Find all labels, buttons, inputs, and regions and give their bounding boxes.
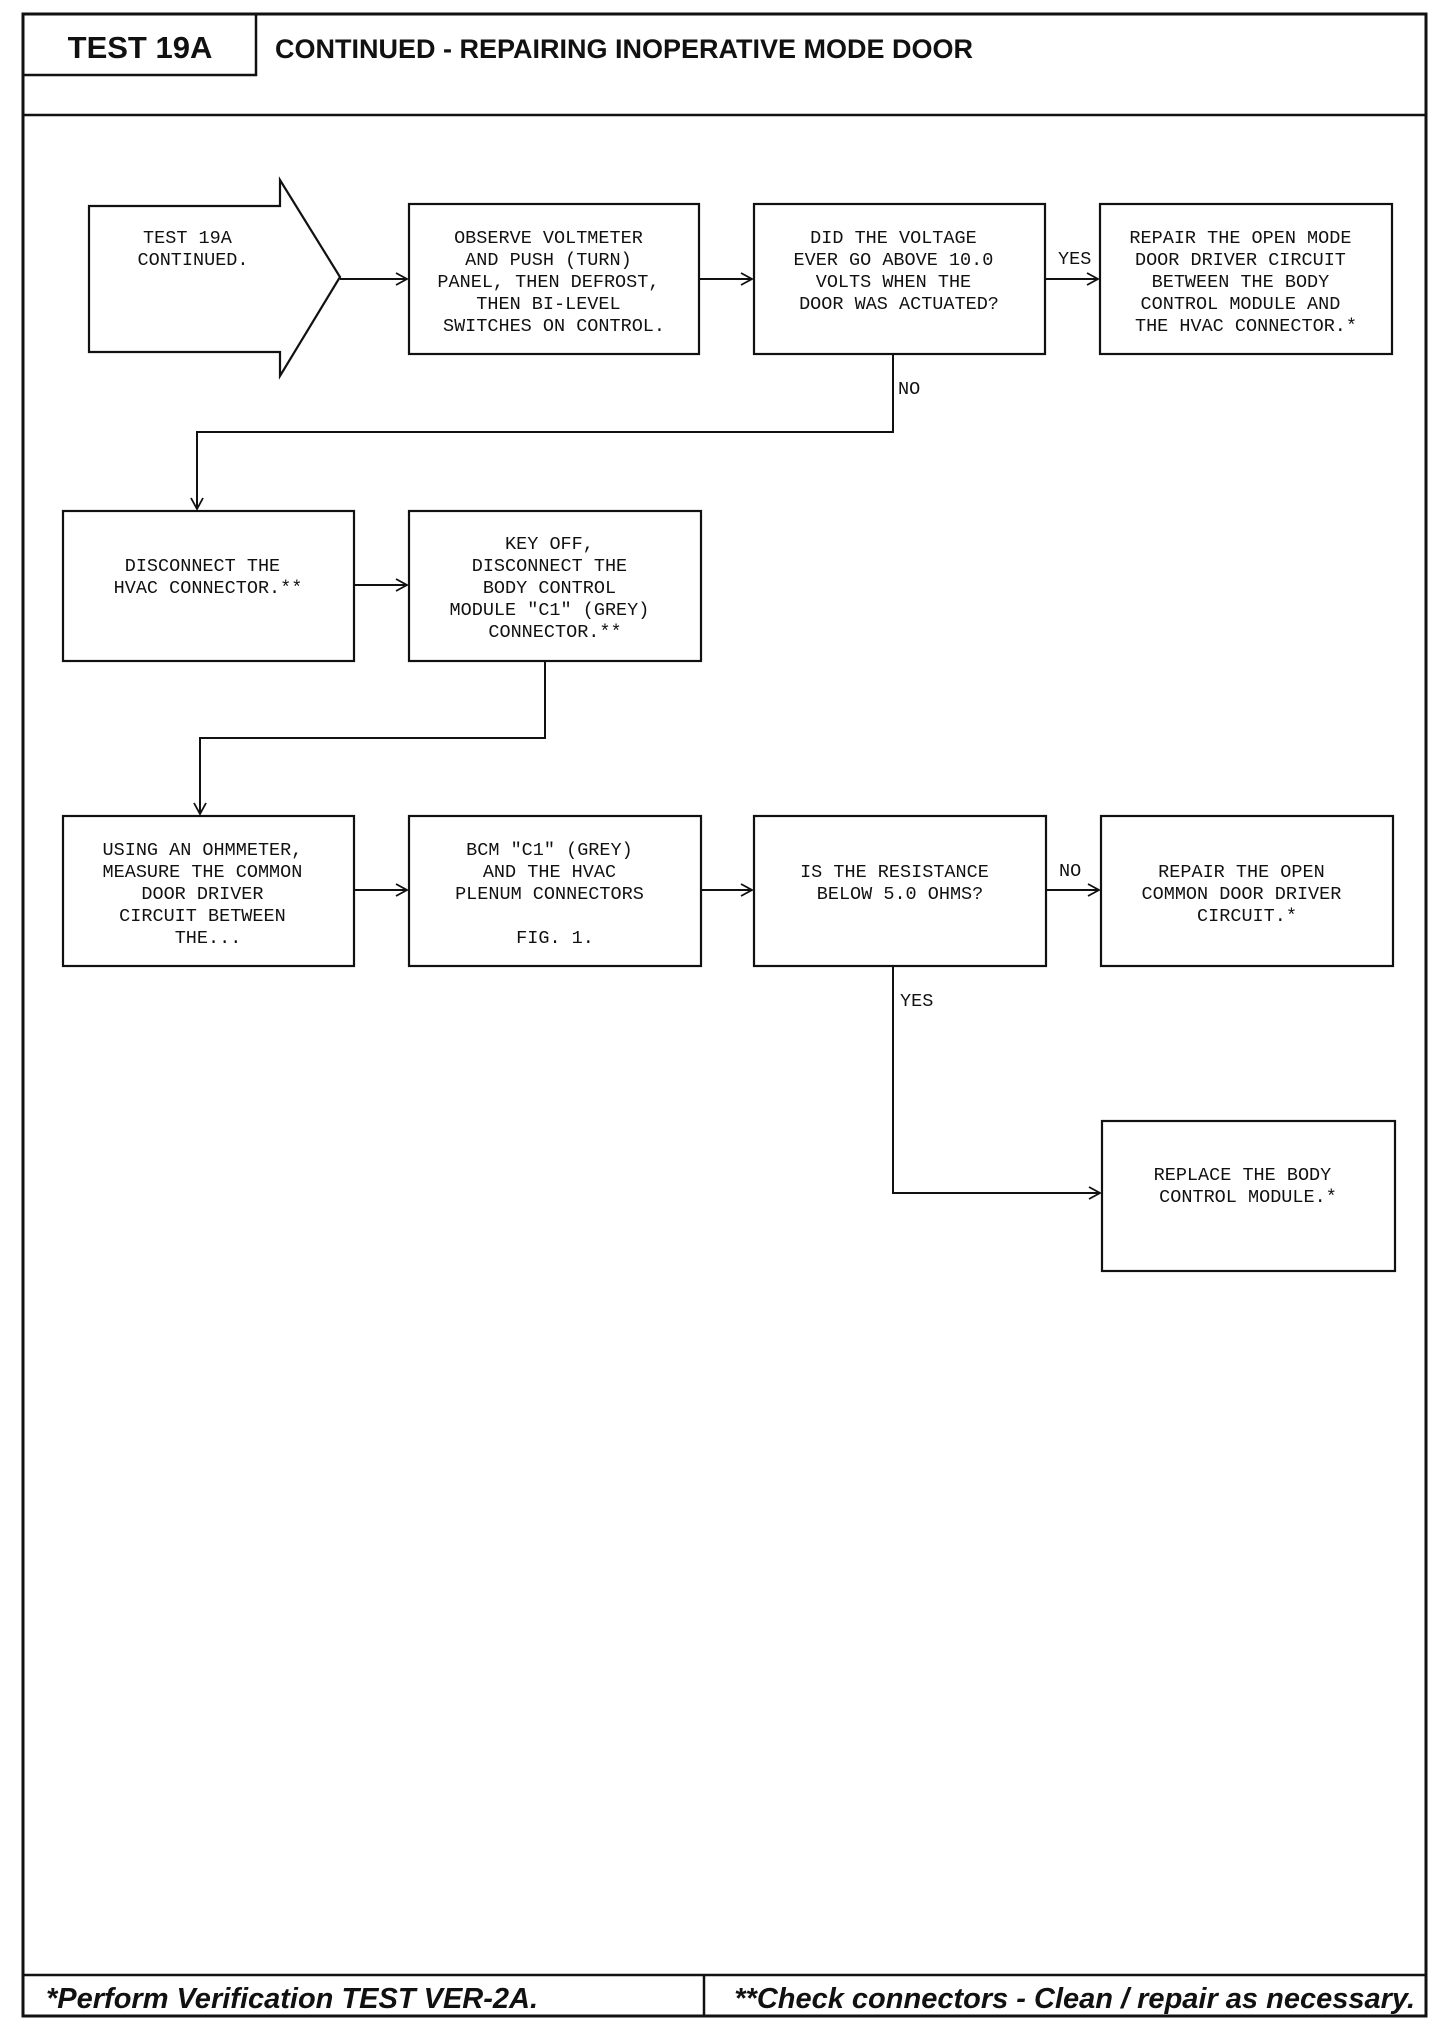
voltage-question-line: VOLTS WHEN THE	[816, 272, 971, 293]
header: TEST 19A CONTINUED - REPAIRING INOPERATI…	[21, 12, 1426, 117]
replace-bcm-text: REPLACE THE BODY CONTROL MODULE.*	[1154, 1165, 1343, 1208]
observe-text: OBSERVE VOLTMETER AND PUSH (TURN) PANEL,…	[437, 228, 670, 337]
repair-open-mode-line: REPAIR THE OPEN MODE	[1129, 228, 1351, 249]
header-test-box	[21, 12, 258, 77]
repair-open-mode-line: CONTROL MODULE AND	[1141, 294, 1341, 315]
resistance-question-text: IS THE RESISTANCE BELOW 5.0 OHMS?	[800, 862, 1000, 905]
bcm-c1-line: AND THE HVAC	[483, 862, 616, 883]
key-off-line: DISCONNECT THE	[472, 556, 627, 577]
bcm-c1-text: BCM "C1" (GREY) AND THE HVAC PLENUM CONN…	[455, 840, 655, 949]
footer: *Perform Verification TEST VER-2A. **Che…	[23, 1973, 1426, 2016]
repair-common-line: CIRCUIT.*	[1197, 906, 1297, 927]
repair-open-mode-line: DOOR DRIVER CIRCUIT	[1135, 250, 1346, 271]
observe-line: PANEL, THEN DEFROST,	[437, 272, 659, 293]
repair-common-box	[1099, 814, 1395, 968]
bcm-c1-line: PLENUM CONNECTORS	[455, 884, 644, 905]
page-border	[21, 12, 1428, 2018]
ohmmeter-box	[61, 814, 356, 968]
no-label: NO	[898, 379, 920, 400]
ohmmeter-line: THE...	[175, 928, 242, 949]
repair-common-line: COMMON DOOR DRIVER	[1142, 884, 1342, 905]
repair-open-mode-text: REPAIR THE OPEN MODE DOOR DRIVER CIRCUIT…	[1129, 228, 1362, 337]
no-label: NO	[1059, 861, 1081, 882]
voltage-question-line: EVER GO ABOVE 10.0	[794, 250, 994, 271]
test-id: TEST 19A	[68, 30, 213, 65]
ohmmeter-line: MEASURE THE COMMON	[103, 862, 303, 883]
bcm-c1-box	[407, 814, 703, 968]
voltage-question-line: DID THE VOLTAGE	[810, 228, 977, 249]
start-label-line: TEST 19A	[143, 228, 233, 249]
key-off-line: CONNECTOR.**	[488, 622, 621, 643]
footer-note-left: *Perform Verification TEST VER-2A.	[46, 1983, 538, 2015]
observe-line: AND PUSH (TURN)	[465, 250, 632, 271]
voltage-question-box	[752, 202, 1047, 356]
key-off-line: MODULE "C1" (GREY)	[450, 600, 650, 621]
disconnect-hvac-line: HVAC CONNECTOR.**	[114, 578, 303, 599]
ohmmeter-line: USING AN OHMMETER,	[103, 840, 303, 861]
footer-note-right: **Check connectors - Clean / repair as n…	[734, 1983, 1415, 2015]
connector-resistance-yes	[892, 966, 1102, 1200]
disconnect-hvac-box	[61, 509, 356, 663]
connector-keyoff-to-ohmmeter	[193, 661, 546, 816]
resistance-question-line: IS THE RESISTANCE	[800, 862, 989, 883]
start-label: TEST 19A CONTINUED.	[137, 228, 248, 271]
observe-box	[407, 202, 701, 356]
bcm-c1-line: FIG. 1.	[516, 928, 594, 949]
voltage-question-text: DID THE VOLTAGE EVER GO ABOVE 10.0 VOLTS…	[794, 228, 1005, 315]
disconnect-hvac-text: DISCONNECT THE HVAC CONNECTOR.**	[114, 556, 303, 599]
start-label-line: CONTINUED.	[137, 250, 248, 271]
replace-bcm-box	[1100, 1119, 1397, 1273]
key-off-text: KEY OFF, DISCONNECT THE BODY CONTROL MOD…	[450, 534, 661, 643]
repair-common-text: REPAIR THE OPEN COMMON DOOR DRIVER CIRCU…	[1142, 862, 1353, 927]
ohmmeter-line: DOOR DRIVER	[141, 884, 263, 905]
start-arrow-shape	[87, 176, 342, 380]
ohmmeter-text: USING AN OHMMETER, MEASURE THE COMMON DO…	[103, 840, 314, 949]
yes-label: YES	[1058, 249, 1091, 270]
replace-bcm-line: REPLACE THE BODY	[1154, 1165, 1332, 1186]
page-title: CONTINUED - REPAIRING INOPERATIVE MODE D…	[275, 34, 973, 64]
repair-open-mode-line: THE HVAC CONNECTOR.*	[1135, 316, 1357, 337]
repair-open-mode-line: BETWEEN THE BODY	[1152, 272, 1330, 293]
bcm-c1-line: BCM "C1" (GREY)	[466, 840, 633, 861]
repair-common-line: REPAIR THE OPEN	[1158, 862, 1325, 883]
repair-open-mode-box	[1098, 202, 1394, 356]
key-off-box	[407, 509, 703, 663]
connector-question-no	[190, 354, 894, 511]
yes-label: YES	[900, 991, 933, 1012]
disconnect-hvac-line: DISCONNECT THE	[125, 556, 280, 577]
connectors	[190, 272, 1102, 1200]
key-off-line: KEY OFF,	[505, 534, 594, 555]
voltage-question-line: DOOR WAS ACTUATED?	[799, 294, 999, 315]
observe-line: OBSERVE VOLTMETER	[454, 228, 643, 249]
resistance-question-box	[752, 814, 1048, 968]
key-off-line: BODY CONTROL	[483, 578, 616, 599]
observe-line: SWITCHES ON CONTROL.	[443, 316, 665, 337]
replace-bcm-line: CONTROL MODULE.*	[1159, 1187, 1337, 1208]
observe-line: THEN BI-LEVEL	[476, 294, 620, 315]
resistance-question-line: BELOW 5.0 OHMS?	[817, 884, 984, 905]
ohmmeter-line: CIRCUIT BETWEEN	[119, 906, 286, 927]
